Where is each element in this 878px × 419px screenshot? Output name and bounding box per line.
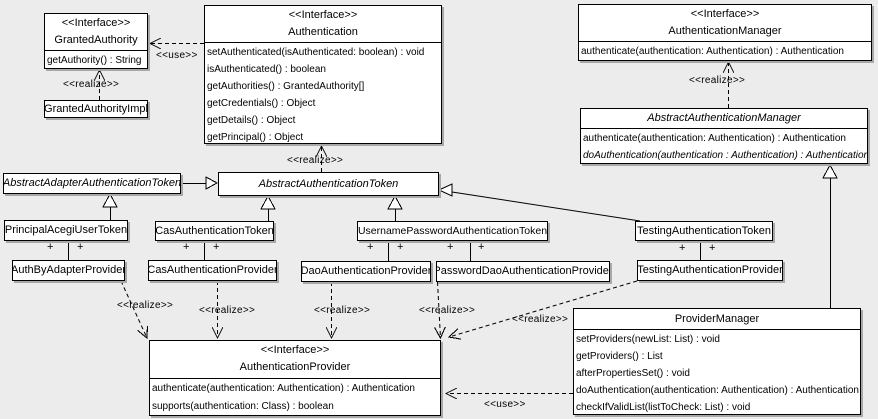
stereotype-label: <<Interface>> [288, 9, 358, 21]
class-name: AuthenticationProvider [239, 361, 351, 373]
class-name: GrantedAuthority [54, 34, 138, 46]
method-label: checkIfValidList(listToCheck: List) : vo… [576, 402, 751, 413]
association-end-plus: + [679, 242, 686, 254]
realize-label: <<realize>> [63, 79, 120, 90]
class-granted-authority: <<Interface>> GrantedAuthority getAuthor… [44, 13, 148, 69]
stereotype-label: <<Interface>> [690, 8, 760, 20]
association-end-plus: + [397, 241, 404, 253]
class-name: AbstractAdapterAuthenticationToken [4, 177, 180, 189]
class-name: CasAuthenticationToken [156, 224, 273, 237]
association-edges [68, 241, 701, 261]
stereotype-label: <<Interface>> [61, 17, 131, 29]
method-label: isAuthenticated() : boolean [207, 64, 326, 75]
class-auth-by-adapter-provider: AuthByAdapterProvider [12, 260, 125, 281]
method-label: authenticate(authentication: Authenticat… [583, 133, 846, 144]
realization-edges [100, 62, 729, 338]
realize-label: <<realize>> [512, 314, 569, 325]
association-end-plus: + [447, 241, 454, 253]
realize-label: <<realize>> [199, 305, 256, 316]
association-end-plus: + [213, 241, 220, 253]
class-name: AuthByAdapterProvider [13, 264, 124, 276]
class-granted-authority-impl: GrantedAuthorityImpl [44, 100, 148, 118]
association-end-plus: + [367, 241, 374, 253]
association-end-plus: + [183, 241, 190, 253]
class-name: PrincipalAcegiUserToken [5, 224, 127, 236]
class-name: Authentication [288, 26, 358, 38]
class-name: ProviderManager [674, 313, 760, 325]
method-label: setProviders(newList: List) : void [576, 334, 720, 345]
class-username-password-authentication-token: UsernamePasswordAuthenticationToken [357, 221, 548, 241]
class-name: CasAuthenticationProvider [149, 264, 276, 276]
class-abstract-adapter-authentication-token: AbstractAdapterAuthenticationToken [3, 173, 181, 194]
method-label: getDetails() : Object [207, 115, 296, 126]
class-authentication-manager: <<Interface>> AuthenticationManager auth… [578, 4, 872, 61]
method-label: doAuthentication(authentication : Authen… [583, 150, 867, 161]
method-label: getPrincipal() : Object [207, 132, 304, 143]
stereotype-label: <<Interface>> [260, 344, 330, 356]
method-label: doAuthentication(authentication: Authent… [576, 385, 859, 396]
class-authentication: <<Interface>> Authentication setAuthenti… [204, 5, 442, 144]
class-cas-authentication-token: CasAuthenticationToken [155, 221, 274, 241]
association-end-plus: + [478, 241, 485, 253]
class-dao-authentication-provider: DaoAuthenticationProvider [301, 261, 431, 282]
method-label: getAuthorities() : GrantedAuthority[] [207, 81, 365, 92]
class-name: GrantedAuthorityImpl [45, 102, 147, 115]
method-label: supports(authentication: Class) : boolea… [152, 401, 334, 412]
class-abstract-authentication-manager: AbstractAuthenticationManager authentica… [580, 108, 868, 164]
method-label: getCredentials() : Object [207, 98, 316, 109]
class-password-dao-authentication-provider: PasswordDaoAuthenticationProvider [436, 261, 610, 282]
association-end-plus: + [709, 242, 716, 254]
class-name: PasswordDaoAuthenticationProvider [437, 265, 609, 277]
association-end-plus: + [47, 241, 54, 253]
use-label: <<use>> [484, 399, 526, 410]
class-name: UsernamePasswordAuthenticationToken [358, 224, 547, 237]
method-label: afterPropertiesSet() : void [576, 368, 690, 379]
class-provider-manager: ProviderManager setProviders(newList: Li… [573, 308, 861, 415]
class-testing-authentication-provider: TestingAuthenticationProvider [637, 260, 783, 281]
class-name: AbstractAuthenticationToken [258, 177, 399, 190]
class-name: TestingAuthenticationProvider [638, 264, 782, 276]
association-end-plus: + [77, 241, 84, 253]
class-testing-authentication-token: TestingAuthenticationToken [635, 221, 773, 241]
class-name: DaoAuthenticationProvider [302, 265, 430, 277]
class-authentication-provider: <<Interface>> AuthenticationProvider aut… [149, 340, 441, 416]
realize-label: <<realize>> [117, 300, 174, 311]
realize-label: <<realize>> [314, 305, 371, 316]
method-label: authenticate(authentication: Authenticat… [581, 46, 844, 57]
use-label: <<use>> [156, 50, 198, 61]
class-name: TestingAuthenticationToken [637, 224, 771, 237]
realize-label: <<realize>> [287, 155, 344, 166]
method-label: getAuthority() : String [47, 55, 142, 66]
class-name: AbstractAuthenticationManager [647, 112, 801, 124]
class-principal-acegi-user-token: PrincipalAcegiUserToken [4, 220, 128, 241]
realize-label: <<realize>> [419, 305, 476, 316]
class-name: AuthenticationManager [668, 25, 782, 37]
class-abstract-authentication-token: AbstractAuthenticationToken [218, 172, 439, 196]
method-label: getProviders() : List [576, 351, 663, 362]
method-label: setAuthenticated(isAuthenticated: boolea… [207, 47, 425, 58]
method-label: authenticate(authentication: Authenticat… [152, 383, 415, 394]
realize-label: <<realize>> [689, 75, 746, 86]
generalization-edges [102, 163, 838, 308]
class-cas-authentication-provider: CasAuthenticationProvider [148, 260, 277, 281]
dependency-edges [150, 44, 573, 394]
